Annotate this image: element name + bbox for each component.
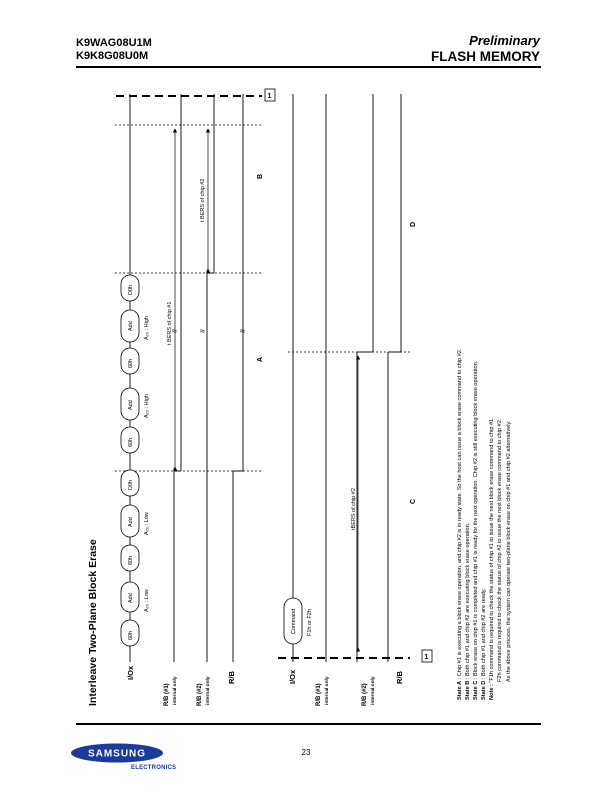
note-state-a-label: State A: [457, 681, 463, 700]
cycle-add-3: Add: [128, 400, 134, 410]
signal-rb-bottom: R/B: [395, 671, 404, 685]
logo-text: SAMSUNG: [88, 749, 146, 760]
bottom-signal-labels: I/Ox R/B (#1) internal only R/B (#2) int…: [288, 669, 404, 706]
diagram-title: Interleave Two-Plane Block Erase: [87, 539, 99, 706]
part-number-1: K9WAG08U1M: [76, 37, 152, 49]
signal-internal-top-1: internal only: [172, 676, 178, 705]
connector-top-label: 1: [268, 93, 272, 100]
signal-internal-bottom-1: internal only: [324, 676, 330, 705]
cycle-add-2: Add: [128, 517, 134, 527]
note-state-d-text: : Both chip #1 and chip #2 are ready.: [481, 588, 487, 681]
note-state-b-label: State B: [465, 681, 471, 700]
signal-internal-bottom-2: internal only: [370, 676, 376, 705]
a20-high-1: A₂₀ : High: [144, 394, 150, 418]
samsung-logo: SAMSUNG: [69, 742, 165, 769]
part-numbers: K9WAG08U1M K9K8G08U0M: [76, 37, 152, 63]
break-mark: ≈: [200, 326, 205, 336]
note-state-d-label: State D: [481, 681, 487, 700]
state-a-label: A: [257, 357, 264, 362]
signal-rb2-top: R/B (#2): [197, 683, 203, 706]
note-2: F2h command is required to check the sta…: [497, 418, 503, 682]
note-1: Note : "F1h command is required to check…: [489, 417, 495, 700]
bottom-waveforms: [278, 94, 410, 662]
cycle-d0h-2: D0h: [128, 285, 134, 295]
cycle-60h-1: 60h: [128, 631, 134, 640]
doc-type-title: FLASH MEMORY: [431, 49, 540, 64]
note-state-b-text: : Both chip #1 and chip #2 are executing…: [465, 522, 471, 680]
command-label: Command: [291, 609, 297, 634]
footer-rule: [76, 723, 541, 725]
note-state-b: State B : Both chip #1 and chip #2 are e…: [465, 522, 471, 700]
logo-subtitle: ELECTRONICS: [131, 765, 177, 771]
signal-rb-top: R/B: [227, 671, 236, 685]
note-state-c: State C : Block erase on chip #1 is comp…: [473, 360, 479, 700]
cycle-add-4: Add: [128, 321, 134, 331]
page-number: 23: [301, 748, 311, 757]
tbers-chip1-label: t BERS of chip #1: [167, 302, 173, 345]
signal-rb1-top: R/B (#1): [164, 683, 170, 706]
connector-top: [264, 88, 276, 102]
note-3: As the above process, the system can ope…: [506, 420, 512, 682]
cycle-60h-4: 60h: [128, 359, 134, 368]
command-labels: 60h Add 60h Add D0h 60h Add 60h Add D0h …: [128, 179, 206, 640]
command-sequence: [120, 274, 140, 647]
cycle-add-1: Add: [128, 593, 134, 603]
top-waveforms: ≈ ≈ ≈: [115, 94, 262, 662]
cycle-60h-2: 60h: [128, 556, 134, 565]
cycle-d0h-1: D0h: [128, 480, 134, 490]
note-state-a: State A : Chip #1 is executing a block e…: [457, 348, 463, 700]
note-state-c-text: : Block erase on chip #1 is completed an…: [473, 360, 479, 680]
samsung-logo-icon: SAMSUNG: [71, 743, 163, 763]
header-rule: [76, 66, 541, 68]
state-d-label: D: [410, 222, 417, 227]
state-notes: State A : Chip #1 is executing a block e…: [457, 348, 512, 700]
connector-bottom-label: 1: [425, 654, 429, 661]
a20-low-1: A₂₀ : Low: [144, 589, 150, 612]
break-mark: ≈: [240, 326, 245, 336]
signal-rb1-bottom: R/B (#1): [316, 683, 322, 706]
top-signal-labels: I/Ox R/B (#1) internal only R/B (#2) int…: [126, 665, 236, 706]
signal-rb2-bottom: R/B (#2): [362, 683, 368, 706]
signal-io-bottom: I/Ox: [288, 669, 297, 684]
command-bubble: [283, 597, 303, 645]
a20-low-2: A₂₀ : Low: [144, 512, 150, 535]
a20-high-2: A₂₀ : High: [144, 316, 150, 340]
note-label: Note :: [489, 684, 495, 700]
note-state-d: State D : Both chip #1 and chip #2 are r…: [481, 588, 487, 700]
note-1-text: "F1h command is required to check the st…: [489, 417, 495, 684]
state-c-label: C: [410, 499, 417, 504]
preliminary-label: Preliminary: [469, 33, 540, 48]
f1h-f2h-label: F1h or F2h: [307, 609, 313, 636]
part-number-2: K9K8G08U0M: [76, 50, 149, 62]
connector-bottom: [421, 649, 433, 663]
tbers-chip2-top-label: t BERS of chip #2: [200, 179, 206, 222]
tbers-chip2-bottom-label: tBERS of chip #2: [351, 488, 357, 530]
signal-internal-top-2: internal only: [205, 676, 211, 705]
state-b-label: B: [257, 174, 264, 179]
cycle-60h-3: 60h: [128, 438, 134, 447]
note-state-c-label: State C: [473, 681, 479, 700]
note-state-a-text: : Chip #1 is executing a block erase ope…: [457, 348, 463, 681]
signal-io-top: I/Ox: [126, 665, 135, 680]
